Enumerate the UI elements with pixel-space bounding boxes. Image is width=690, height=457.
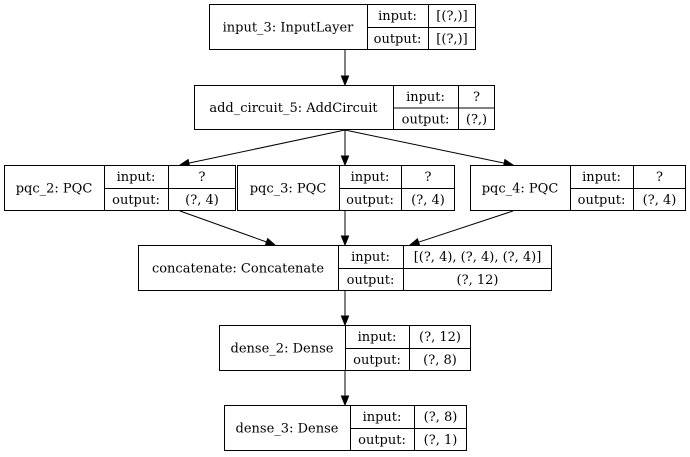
node-name: dense_2: Dense [231,342,334,357]
edge-line [188,129,346,164]
output-label: output: [374,32,422,47]
input-label: input: [582,170,621,185]
output-shape: [(?,)] [436,32,467,47]
node-pqc_4: pqc_4: PQC input:? output: (?, 4) [470,165,686,211]
output-label: output: [353,353,401,368]
edge-dense_2-to-dense_3 [340,371,350,407]
input-label: input: [358,330,397,345]
edge-add_circuit_5-to-pqc_4 [344,129,515,168]
input-label: input: [363,410,402,425]
output-shape: (?, 1) [424,433,458,448]
input-label: input: [117,170,156,185]
node-name: dense_3: Dense [236,422,339,437]
output-label: output: [578,193,626,208]
edges-layer [178,50,515,407]
node-name: pqc_2: PQC [16,182,93,197]
output-label: output: [347,273,395,288]
input-shape: [(?,)] [436,9,467,24]
node-name: concatenate: Concatenate [152,262,324,277]
node-add_circuit_5: add_circuit_5: AddCircuit input:? output: (… [194,85,495,130]
arrowhead [264,237,277,246]
edge-pqc_3-to-concatenate [340,211,350,247]
node-name: input_3: InputLayer [223,21,355,36]
edge-line [418,210,514,243]
output-label: output: [358,433,406,448]
output-shape: (?, 12) [457,273,499,288]
edge-add_circuit_5-to-pqc_2 [178,129,346,168]
edge-pqc_4-to-concatenate [408,210,514,247]
edge-concatenate-to-dense_2 [340,291,350,327]
nodes-layer: input_3: InputLayer input: [(?,)] output: [(… [4,4,686,451]
node-dense_2: dense_2: Dense input: (?, 12) output: (?, 8) [219,325,471,371]
edge-line [179,210,267,243]
output-label: output: [112,193,160,208]
arrowhead [408,237,421,247]
node-name: add_circuit_5: AddCircuit [209,101,378,116]
input-shape: ? [425,170,432,185]
node-name: pqc_4: PQC [482,182,559,197]
node-concatenate: concatenate: Concatenate input: [(?, 4), (… [138,245,552,291]
output-label: output: [346,193,394,208]
input-label: input: [351,170,390,185]
edge-input_3-to-add_circuit_5 [340,50,350,87]
node-input_3: input_3: InputLayer input: [(?,)] output: [(… [209,4,476,50]
input-label: input: [351,250,390,265]
output-shape: (?, 4) [643,193,677,208]
edge-pqc_2-to-concatenate [179,210,277,246]
edge-add_circuit_5-to-pqc_3 [340,130,350,167]
arrowhead [340,235,350,247]
arrowhead [340,315,350,327]
input-shape: ? [199,170,206,185]
output-shape: (?, 8) [423,353,457,368]
input-shape: ? [473,90,480,105]
node-pqc_2: pqc_2: PQC input:? output: (?, 4) [4,165,236,211]
input-label: input: [378,9,417,24]
node-dense_3: dense_3: Dense input: (?, 8) output: (?, 1) [224,405,467,451]
input-shape: [(?, 4), (?, 4), (?, 4)] [414,250,542,265]
input-shape: (?, 8) [424,410,458,425]
arrowhead [340,155,350,167]
arrowhead [340,395,350,407]
input-shape: (?, 12) [419,330,461,345]
output-shape: (?,) [466,112,487,127]
output-shape: (?, 4) [185,193,219,208]
node-name: pqc_3: PQC [250,182,327,197]
arrowhead [340,75,350,87]
node-pqc_3: pqc_3: PQC input:? output: (?, 4) [237,165,455,211]
output-label: output: [402,112,450,127]
input-label: input: [406,90,445,105]
output-shape: (?, 4) [411,193,445,208]
edge-line [344,129,505,164]
input-shape: ? [656,170,663,185]
